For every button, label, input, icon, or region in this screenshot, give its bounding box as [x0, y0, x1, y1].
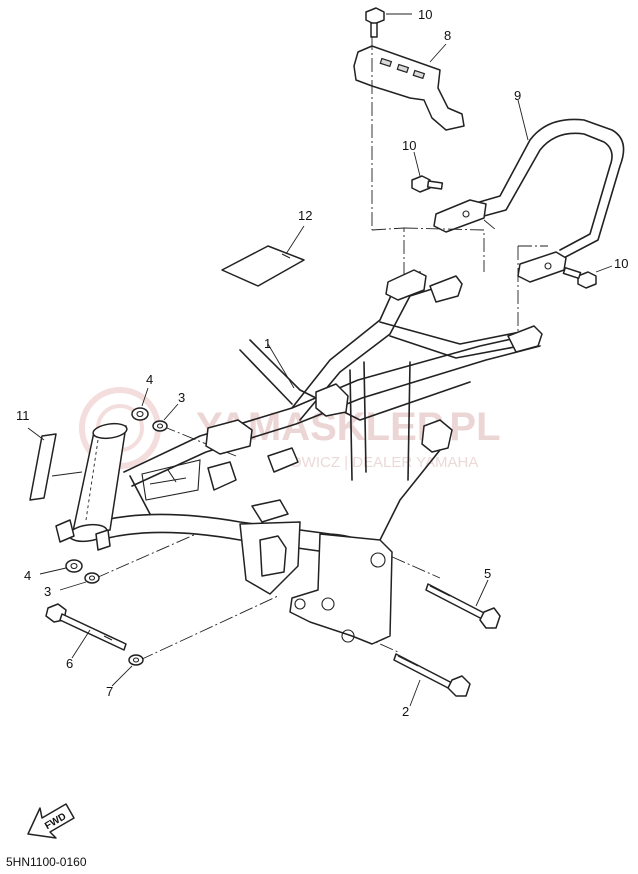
- part-8-bracket: [353, 43, 465, 131]
- forward-direction-arrow: FWD: [27, 803, 75, 839]
- part-2-bolt: [393, 653, 471, 707]
- callout-11: 11: [16, 408, 30, 423]
- callout-10-top: 10: [418, 7, 432, 22]
- callout-4-upper: 4: [146, 372, 153, 387]
- part-4-nut-upper: [131, 387, 149, 421]
- part-4-nut-lower: [39, 559, 83, 575]
- callout-10-right: 10: [614, 256, 628, 271]
- part-10-bolt-middle: [411, 151, 444, 193]
- callout-6: 6: [66, 656, 73, 671]
- part-12-label-sticker: [221, 225, 305, 287]
- callout-12: 12: [298, 208, 312, 223]
- callout-7: 7: [106, 684, 113, 699]
- callout-9: 9: [514, 88, 521, 103]
- part-3-washer-lower: [59, 572, 100, 591]
- callout-10-middle: 10: [402, 138, 416, 153]
- callout-8: 8: [444, 28, 451, 43]
- part-3-washer-upper: [152, 403, 179, 432]
- callout-4-lower: 4: [24, 568, 31, 583]
- part-1-main-frame: [55, 269, 543, 645]
- part-9-grab-bar: [433, 99, 625, 283]
- callout-5: 5: [484, 566, 491, 581]
- callout-3-upper: 3: [178, 390, 185, 405]
- watermark-dealer-text: OWICZ | DEALER YAMAHA: [290, 454, 478, 471]
- part-5-bolt: [425, 579, 501, 629]
- part-10-bolt-right: [562, 265, 613, 289]
- callout-labels: 10 8 9 10 10 12 1 4 3 11 4 3 5 6 7 2: [16, 7, 628, 719]
- callout-2: 2: [402, 704, 409, 719]
- part-7-washer: [111, 654, 144, 687]
- part-11-plate: [27, 427, 83, 501]
- diagram-code: 5HN1100-0160: [6, 855, 87, 869]
- callout-3-lower: 3: [44, 584, 51, 599]
- callout-1: 1: [264, 336, 271, 351]
- part-10-bolt-top: [365, 7, 412, 38]
- part-6-long-bolt: [45, 603, 127, 659]
